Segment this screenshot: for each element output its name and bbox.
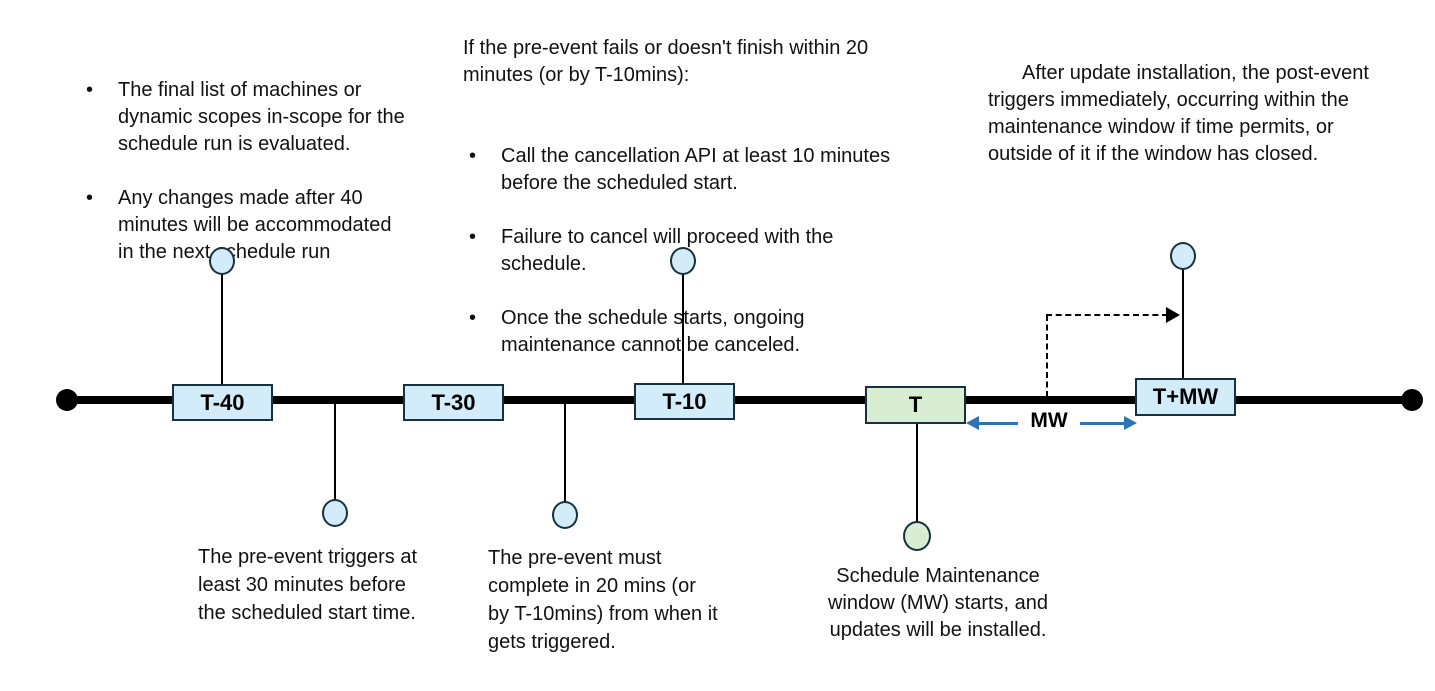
note-item: Call the cancellation API at least 10 mi… — [463, 143, 963, 197]
connector-line-tmw-top — [1182, 269, 1184, 378]
timeline-line — [66, 396, 1412, 404]
mw-label: MW — [1018, 409, 1080, 433]
note-item: The final list of machines or dynamic sc… — [80, 77, 450, 158]
caption-pre-event-complete: The pre-event must complete in 20 mins (… — [488, 547, 718, 653]
milestone-box-t-plus-mw: T+MW — [1135, 378, 1236, 416]
connector-line-maintenance-start — [916, 424, 918, 522]
connector-line-t40-top — [221, 274, 223, 384]
connector-line-t10-top — [682, 274, 684, 383]
milestone-box-t: T — [865, 386, 966, 424]
event-marker-circle — [670, 247, 696, 275]
connector-line-preevent-trigger — [334, 404, 336, 500]
note-pre-event-failure: If the pre-event fails or doesn't finish… — [463, 8, 963, 413]
milestone-label: T-10 — [662, 388, 707, 414]
mw-arrow-right-head-icon — [1124, 416, 1137, 430]
mw-arrow-left-head-icon — [966, 416, 979, 430]
dashed-arrowhead-icon — [1166, 307, 1180, 323]
note-schedule-evaluation: The final list of machines or dynamic sc… — [80, 50, 450, 293]
dashed-connector-horizontal — [1046, 314, 1168, 316]
note-item: Once the schedule starts, ongoing mainte… — [463, 305, 963, 359]
note-item: Failure to cancel will proceed with the … — [463, 224, 963, 278]
milestone-label: T+MW — [1152, 384, 1219, 409]
milestone-label: T — [908, 392, 923, 417]
event-marker-circle — [209, 247, 235, 275]
milestone-box-t-30: T-30 — [403, 384, 504, 421]
note-post-event: After update installation, the post-even… — [988, 62, 1369, 165]
milestone-label: T-40 — [200, 389, 245, 415]
connector-line-preevent-complete — [564, 404, 566, 502]
milestone-box-t-10: T-10 — [634, 383, 735, 420]
timeline-end-dot — [1401, 389, 1423, 411]
note-item: Any changes made after 40 minutes will b… — [80, 185, 450, 266]
milestone-label: T-30 — [431, 389, 476, 415]
note-heading: If the pre-event fails or doesn't finish… — [463, 37, 869, 86]
event-marker-circle — [1170, 242, 1196, 270]
caption-pre-event-trigger: The pre-event triggers at least 30 minut… — [198, 546, 417, 624]
milestone-box-t-40: T-40 — [172, 384, 273, 421]
caption-maintenance-start: Schedule Maintenance window (MW) starts,… — [827, 565, 1049, 641]
dashed-connector-vertical — [1046, 315, 1048, 397]
event-marker-circle-green — [903, 521, 931, 551]
event-marker-circle — [552, 501, 578, 529]
timeline-start-dot — [56, 389, 78, 411]
event-marker-circle — [322, 499, 348, 527]
